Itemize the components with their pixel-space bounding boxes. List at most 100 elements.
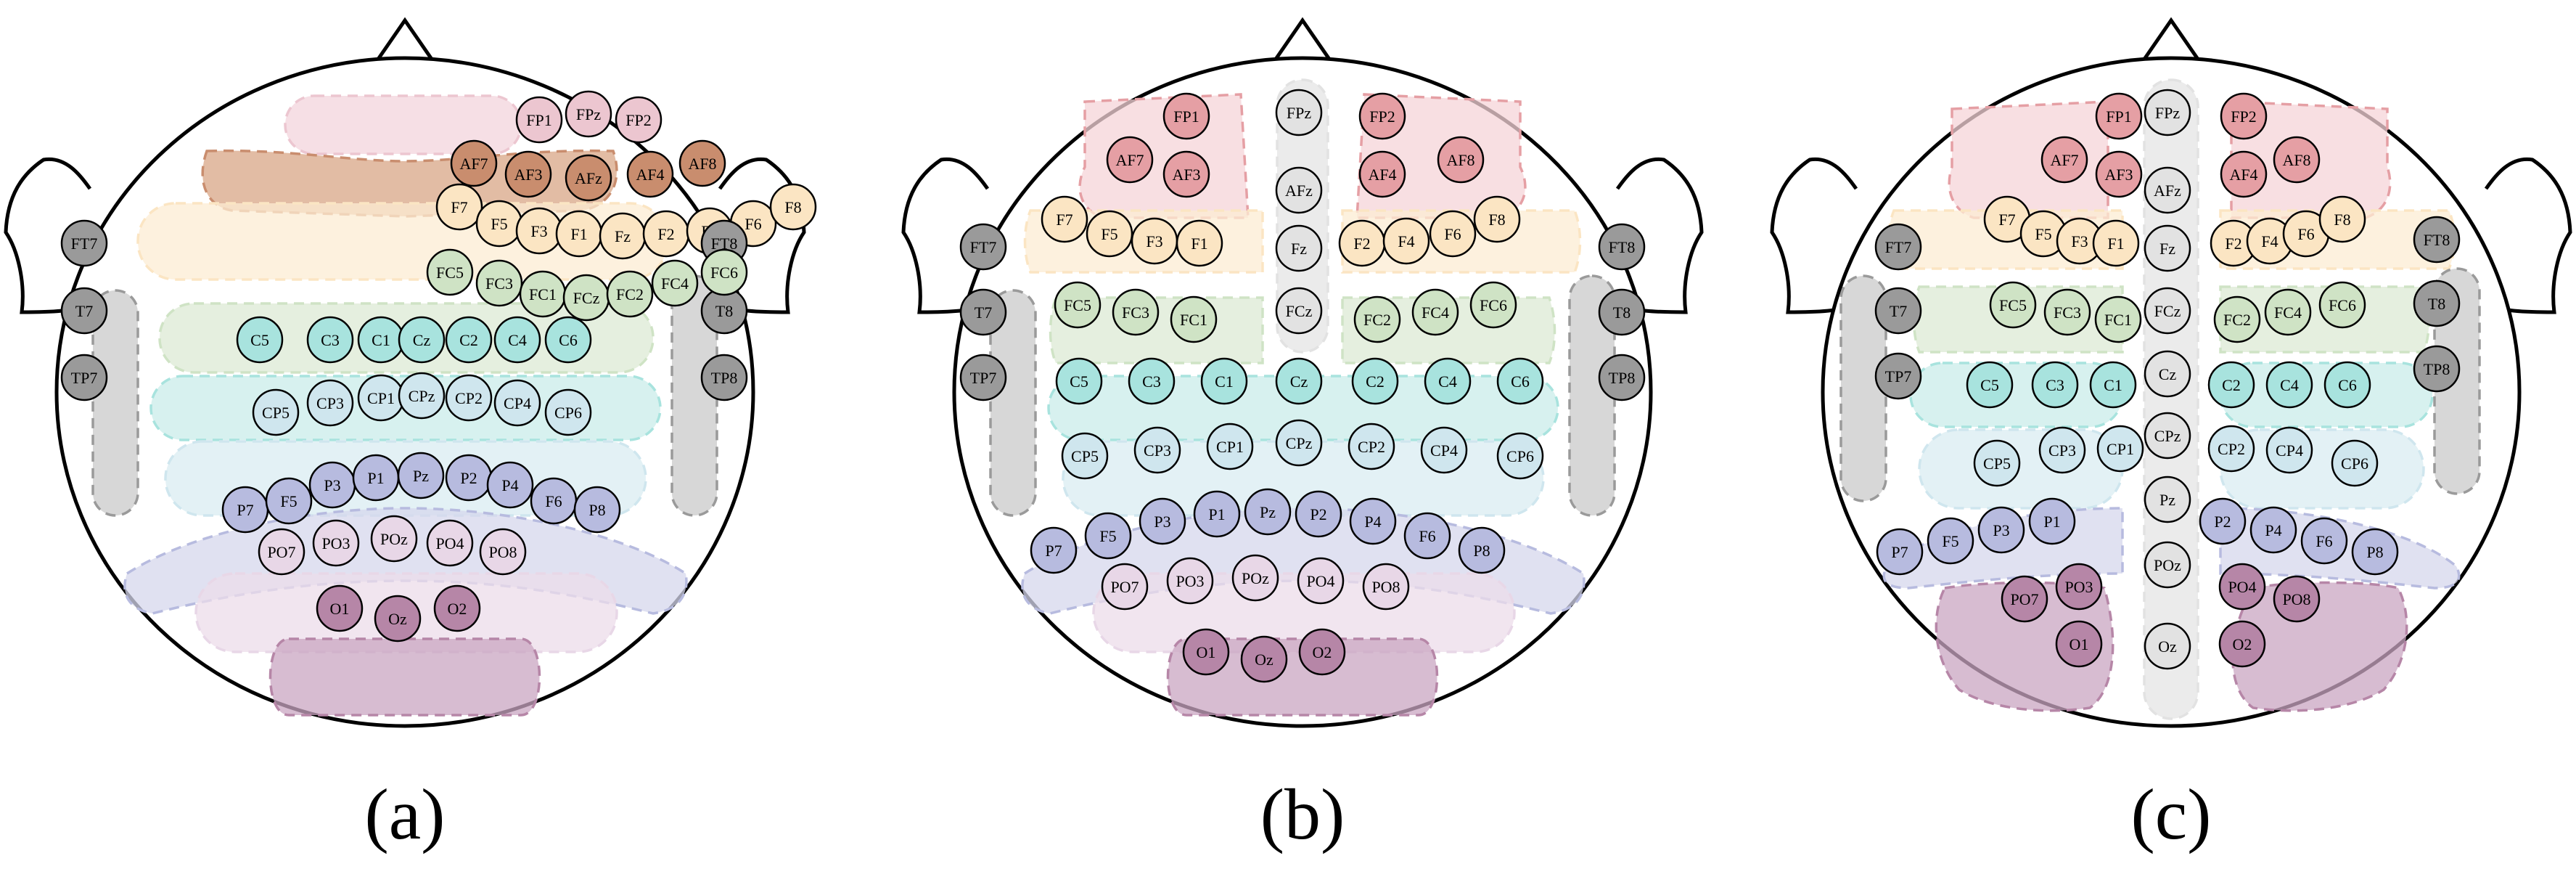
electrode-label: PO4: [435, 534, 464, 552]
electrode-label: F2: [1353, 234, 1370, 253]
region-c: [1909, 362, 2124, 428]
electrode-label: CP1: [367, 389, 395, 407]
electrode-label: F5: [2035, 225, 2051, 243]
electrode-p1: [1193, 490, 1241, 538]
electrode-label: F4: [1398, 232, 1414, 250]
electrode-p4: [486, 461, 534, 509]
electrode-label: FT8: [1609, 238, 1636, 256]
electrode-cp2: [2207, 425, 2255, 473]
electrode-label: CP4: [2276, 441, 2303, 460]
electrode-label: F3: [2071, 232, 2088, 250]
electrode-po4: [426, 519, 474, 567]
electrode-p8: [1458, 526, 1506, 574]
electrode-label: C6: [2338, 376, 2357, 394]
electrode-label: POz: [380, 530, 408, 548]
electrode-fc2: [1353, 295, 1401, 343]
electrodes: FP1FPzFP2AF7AF3AFzAF4AF8F7F5F3F1FzF2F4F6…: [60, 90, 817, 643]
electrode-c4: [493, 316, 541, 364]
electrode-label: P1: [367, 469, 384, 487]
electrode-label: O2: [2233, 635, 2252, 653]
electrode-label: TP8: [2424, 360, 2450, 378]
electrode-cp6: [2331, 439, 2379, 487]
electrode-label: CP5: [1071, 447, 1099, 465]
electrode-cp3: [2038, 426, 2086, 474]
electrode-label: CPz: [1286, 434, 1313, 452]
electrode-label: C4: [508, 331, 527, 349]
electrode-afz: [2144, 166, 2191, 214]
electrode-label: FP1: [1173, 107, 1199, 126]
electrode-label: TP7: [71, 369, 98, 387]
electrode-label: CP3: [316, 394, 344, 412]
electrode-label: AF4: [2229, 166, 2257, 184]
electrode-label: F7: [1998, 211, 2015, 229]
electrode-label: F6: [1444, 225, 1461, 243]
electrode-label: F6: [2315, 532, 2332, 550]
electrode-label: C1: [1215, 372, 1234, 391]
electrode-fpz: [2144, 89, 2191, 136]
electrode-af3: [504, 150, 552, 198]
electrode-label: FC2: [616, 285, 644, 303]
electrode-po4: [2218, 563, 2266, 611]
electrode-label: FCz: [2154, 302, 2181, 320]
electrode-fp1: [2095, 92, 2143, 140]
electrode-fcz: [2144, 287, 2191, 335]
electrode-label: FC4: [661, 274, 689, 293]
electrode-label: AF4: [636, 166, 664, 184]
electrode-af4: [2220, 150, 2268, 198]
electrode-label: F6: [545, 492, 562, 510]
electrode-label: CP5: [1983, 454, 2011, 473]
electrode-cp5: [252, 388, 300, 436]
electrode-label: CP3: [1144, 441, 1171, 460]
electrode-ft8: [2413, 216, 2461, 264]
electrode-label: AF3: [514, 166, 542, 184]
electrode-af4: [626, 150, 674, 198]
electrode-po4: [1297, 557, 1345, 605]
electrode-label: P3: [324, 476, 340, 494]
electrode-label: FC5: [1999, 296, 2027, 314]
electrode-c5: [1055, 357, 1103, 405]
electrode-label: P1: [2043, 513, 2060, 531]
electrode-fz: [2144, 224, 2191, 272]
electrode-label: C2: [1366, 372, 1385, 391]
electrode-label: CP2: [455, 389, 483, 407]
electrode-af8: [678, 139, 726, 187]
electrode-p3: [1977, 506, 2025, 554]
electrode-label: O2: [448, 600, 467, 618]
electrode-af8: [1437, 136, 1485, 184]
electrode-p2: [2199, 497, 2247, 545]
electrode-c4: [1424, 357, 1472, 405]
electrode-f5: [1927, 517, 1974, 565]
electrode-label: AF7: [1115, 151, 1144, 169]
electrode-cz: [2144, 350, 2191, 398]
electrode-label: FC1: [529, 285, 557, 303]
electrode-label: T8: [715, 302, 733, 320]
electrode-pz: [2144, 476, 2191, 523]
electrodes: FP1AF7AF3FP2AF4AF8FPzAFzFzFCzCzCPzPzPOzO…: [1874, 89, 2461, 670]
electrode-label: PO7: [2010, 590, 2038, 608]
electrode-fc6: [2318, 281, 2366, 329]
electrode-p4: [2249, 506, 2297, 554]
electrode-c3: [2031, 361, 2079, 409]
electrode-c2: [1351, 357, 1399, 405]
electrode-c4: [2265, 361, 2313, 409]
electrode-c6: [2323, 361, 2371, 409]
electrode-label: F5: [1101, 225, 1117, 243]
electrode-label: Cz: [413, 331, 431, 349]
electrode-label: AF7: [2050, 151, 2078, 169]
electrode-label: FC6: [1480, 296, 1507, 314]
electrode-af7: [2040, 136, 2088, 184]
electrode-label: FC1: [2104, 311, 2132, 329]
electrode-fc5: [1989, 281, 2037, 329]
electrode-label: FC5: [1064, 296, 1091, 314]
electrode-oz: [2144, 622, 2191, 670]
electrode-label: P8: [2366, 543, 2383, 561]
electrode-label: FC5: [436, 264, 464, 282]
electrode-label: Cz: [2159, 365, 2177, 383]
electrode-fc3: [2043, 288, 2091, 336]
electrode-label: FCz: [1286, 302, 1313, 320]
electrode-label: C1: [372, 331, 390, 349]
electrode-label: FC1: [1180, 311, 1207, 329]
region-temp: [1568, 274, 1616, 517]
